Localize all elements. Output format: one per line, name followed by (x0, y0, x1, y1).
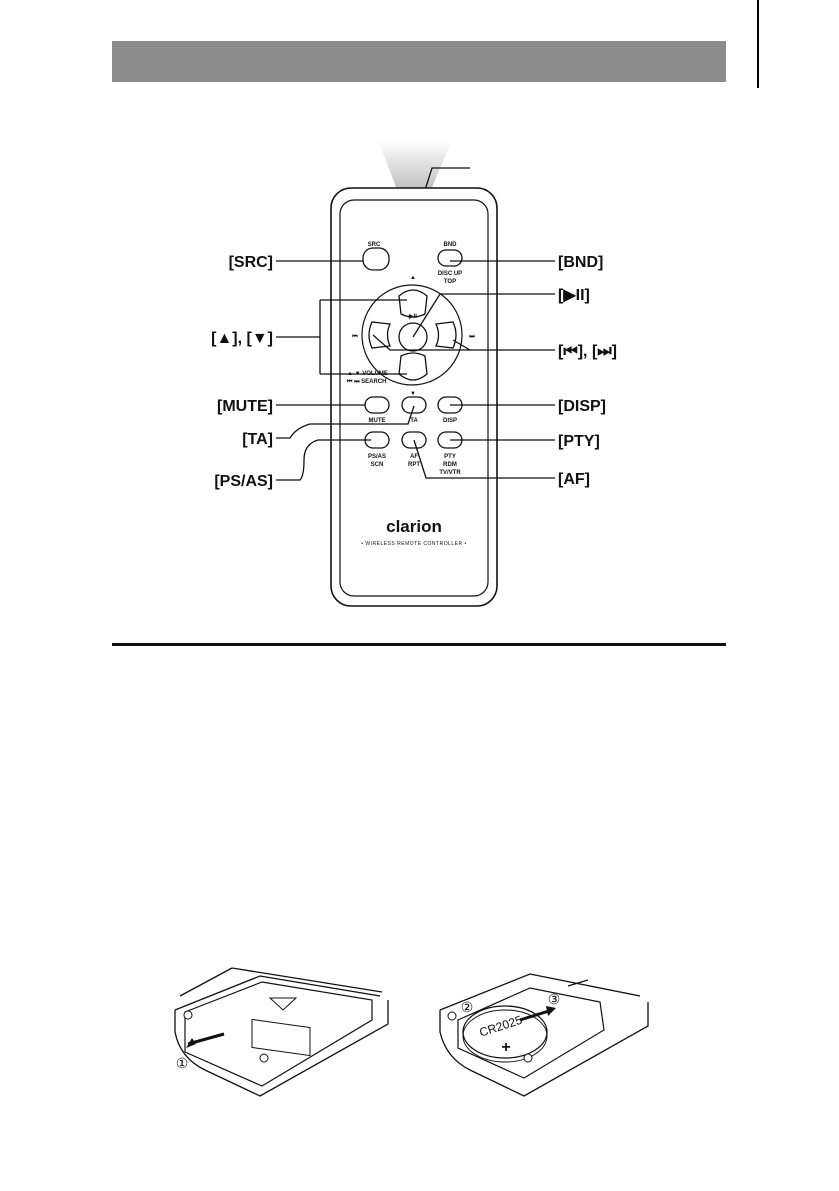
up-arrow-mark: ▲ (410, 275, 416, 281)
src-button[interactable] (362, 247, 390, 271)
down-arrow-mark: ▼ (410, 391, 416, 397)
brand-logo: clarion (386, 517, 442, 536)
leader-play-pause (412, 293, 555, 338)
disp-button-text: DISP (443, 418, 457, 424)
step-2-marker: ② (461, 999, 474, 1015)
leader-psas (276, 439, 371, 481)
callout-af: [AF] (558, 471, 590, 488)
step-3-marker: ③ (548, 991, 561, 1007)
psas-button-text: PS/AS (368, 454, 386, 460)
seek-back-button[interactable] (368, 321, 391, 349)
section-divider-rule (112, 643, 726, 646)
callout-psas: [PS/AS] (214, 473, 273, 490)
battery-illustration: ① CR2025 + ② ③ (174, 967, 649, 1097)
remote-back-closed (174, 967, 389, 1097)
pty-sub-text-1: RDM (443, 462, 457, 468)
seek-back-mark: ⏮ (352, 334, 358, 340)
remote-illustration: SRC BND DISC UP TOP ▲ ▼ ⏮ ⏭ ▶II ▲ ▼ VOLU… (211, 140, 617, 607)
dpad-ring (361, 284, 463, 386)
mute-button-text: MUTE (369, 418, 386, 424)
page-edge-rule (757, 0, 759, 88)
leader-seek (372, 334, 555, 351)
play-pause-mark: ▶II (408, 313, 417, 320)
bnd-sub-text-1: DISC UP (438, 271, 462, 277)
ir-emitter-pointer (424, 167, 470, 191)
bnd-sub-text-2: TOP (444, 279, 456, 285)
leader-up-down (276, 299, 407, 375)
step-1-marker: ① (176, 1055, 189, 1071)
up-button[interactable] (398, 289, 428, 318)
section-header-bar (112, 41, 726, 82)
bnd-button[interactable] (437, 249, 463, 267)
src-button-text: SRC (368, 242, 381, 248)
seek-forward-button[interactable] (435, 321, 457, 349)
callout-seek: [⏮], [⏭] (558, 343, 617, 360)
brand-subtitle: • WIRELESS REMOTE CONTROLLER • (361, 541, 466, 547)
leader-ta (276, 405, 415, 439)
ir-beam (378, 140, 452, 192)
volume-legend-2: ⏮ ⏭ SEARCH (347, 379, 386, 385)
callout-ta: [TA] (242, 431, 273, 448)
af-button-text: AF (410, 454, 418, 460)
pty-button-text: PTY (444, 454, 456, 460)
af-sub-text: RPT (408, 462, 420, 468)
seek-fwd-mark: ⏭ (469, 334, 475, 340)
ta-button-text: TA (410, 418, 418, 424)
leader-af (413, 439, 555, 479)
mute-button[interactable] (364, 396, 390, 414)
ta-button[interactable] (401, 396, 427, 414)
callout-src: [SRC] (229, 254, 273, 271)
remote-body-inner (339, 199, 489, 597)
callout-pty: [PTY] (558, 433, 600, 450)
bnd-button-text: BND (444, 242, 458, 248)
callout-play-pause: [▶II] (558, 287, 590, 304)
remote-back-open (439, 973, 649, 1097)
callout-mute: [MUTE] (217, 398, 273, 415)
callout-up-down: [▲], [▼] (211, 330, 273, 347)
callout-bnd: [BND] (558, 254, 603, 271)
down-button[interactable] (398, 352, 428, 381)
battery-plus-symbol: + (501, 1039, 510, 1056)
psas-sub-text: SCN (371, 462, 384, 468)
callout-disp: [DISP] (558, 398, 606, 415)
pty-sub-text-2: TV/VTR (439, 470, 461, 476)
